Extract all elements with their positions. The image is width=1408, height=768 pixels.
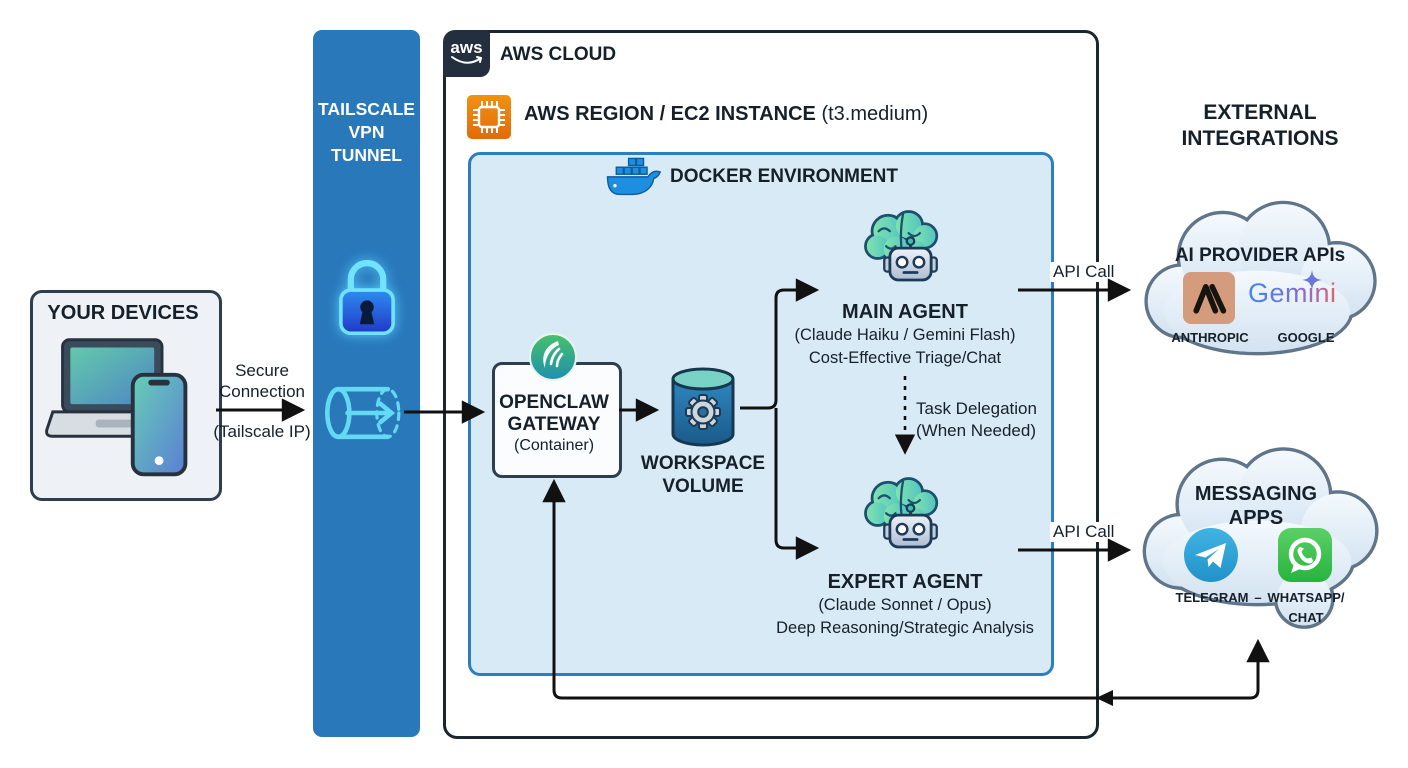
secure-connection-label: Secure Connection — [218, 361, 305, 401]
main-agent-icon — [850, 205, 956, 295]
docker-whale-icon — [604, 153, 662, 199]
aws-logo: aws — [443, 30, 490, 77]
laptop-phone-icon — [45, 332, 201, 482]
aws-cloud-label: AWS CLOUD — [500, 44, 617, 65]
volume-cylinder-icon — [668, 366, 738, 452]
volume-label: WORKSPACE VOLUME — [640, 453, 766, 497]
tailscale-ip-label: (Tailscale IP) — [213, 422, 311, 441]
tailscale-title: TAILSCALE VPN TUNNEL — [318, 99, 415, 165]
main-agent-text: MAIN AGENT (Claude Haiku / Gemini Flash)… — [794, 301, 1016, 367]
region-title: AWS REGION / EC2 INSTANCE (t3.medium) — [524, 103, 928, 126]
external-integrations-title: EXTERNAL INTEGRATIONS — [1181, 101, 1339, 150]
tunnel-icon — [320, 382, 408, 444]
gemini-logo: Gemini — [1248, 270, 1337, 309]
ai-provider-title: AI PROVIDER APIs — [1174, 245, 1346, 266]
telegram-label: TELEGRAM — [1175, 590, 1249, 605]
lock-icon — [331, 252, 403, 338]
api-call-label-top: API Call — [1050, 262, 1118, 282]
aws-logo-text: aws — [450, 38, 483, 57]
chat-label: CHAT — [1288, 610, 1324, 625]
task-delegation-label: Task Delegation (When Needed) — [916, 399, 1037, 440]
tailscale-vpn-bar — [313, 30, 420, 737]
gemini-sparkle-icon — [1302, 270, 1322, 290]
gateway-title: OPENCLAW GATEWAY (Container) — [499, 392, 609, 454]
gemini-wordmark: Gemini — [1248, 278, 1337, 308]
region-title-bold: AWS REGION / EC2 INSTANCE — [524, 103, 816, 125]
region-title-normal: (t3.medium) — [821, 103, 929, 125]
devices-title: YOUR DEVICES — [47, 302, 199, 324]
ec2-icon — [466, 94, 512, 140]
anthropic-logo — [1183, 272, 1235, 324]
openclaw-icon — [528, 332, 578, 382]
messaging-title: MESSAGING APPS — [1194, 483, 1318, 529]
anthropic-label: ANTHROPIC — [1171, 330, 1249, 345]
expert-agent-icon — [850, 472, 956, 562]
docker-title: DOCKER ENVIRONMENT — [670, 166, 899, 187]
whatsapp-icon — [1277, 527, 1333, 583]
telegram-icon — [1183, 527, 1239, 583]
api-call-label-bottom: API Call — [1050, 522, 1118, 542]
expert-agent-text: EXPERT AGENT (Claude Sonnet / Opus) Deep… — [776, 571, 1034, 637]
gear-icon — [685, 394, 721, 430]
messaging-cloud-shape — [1128, 436, 1384, 636]
aws-smile-icon — [450, 56, 482, 64]
whatsapp-label: WHATSAPP/ — [1267, 590, 1345, 605]
google-label: GOOGLE — [1277, 330, 1335, 345]
